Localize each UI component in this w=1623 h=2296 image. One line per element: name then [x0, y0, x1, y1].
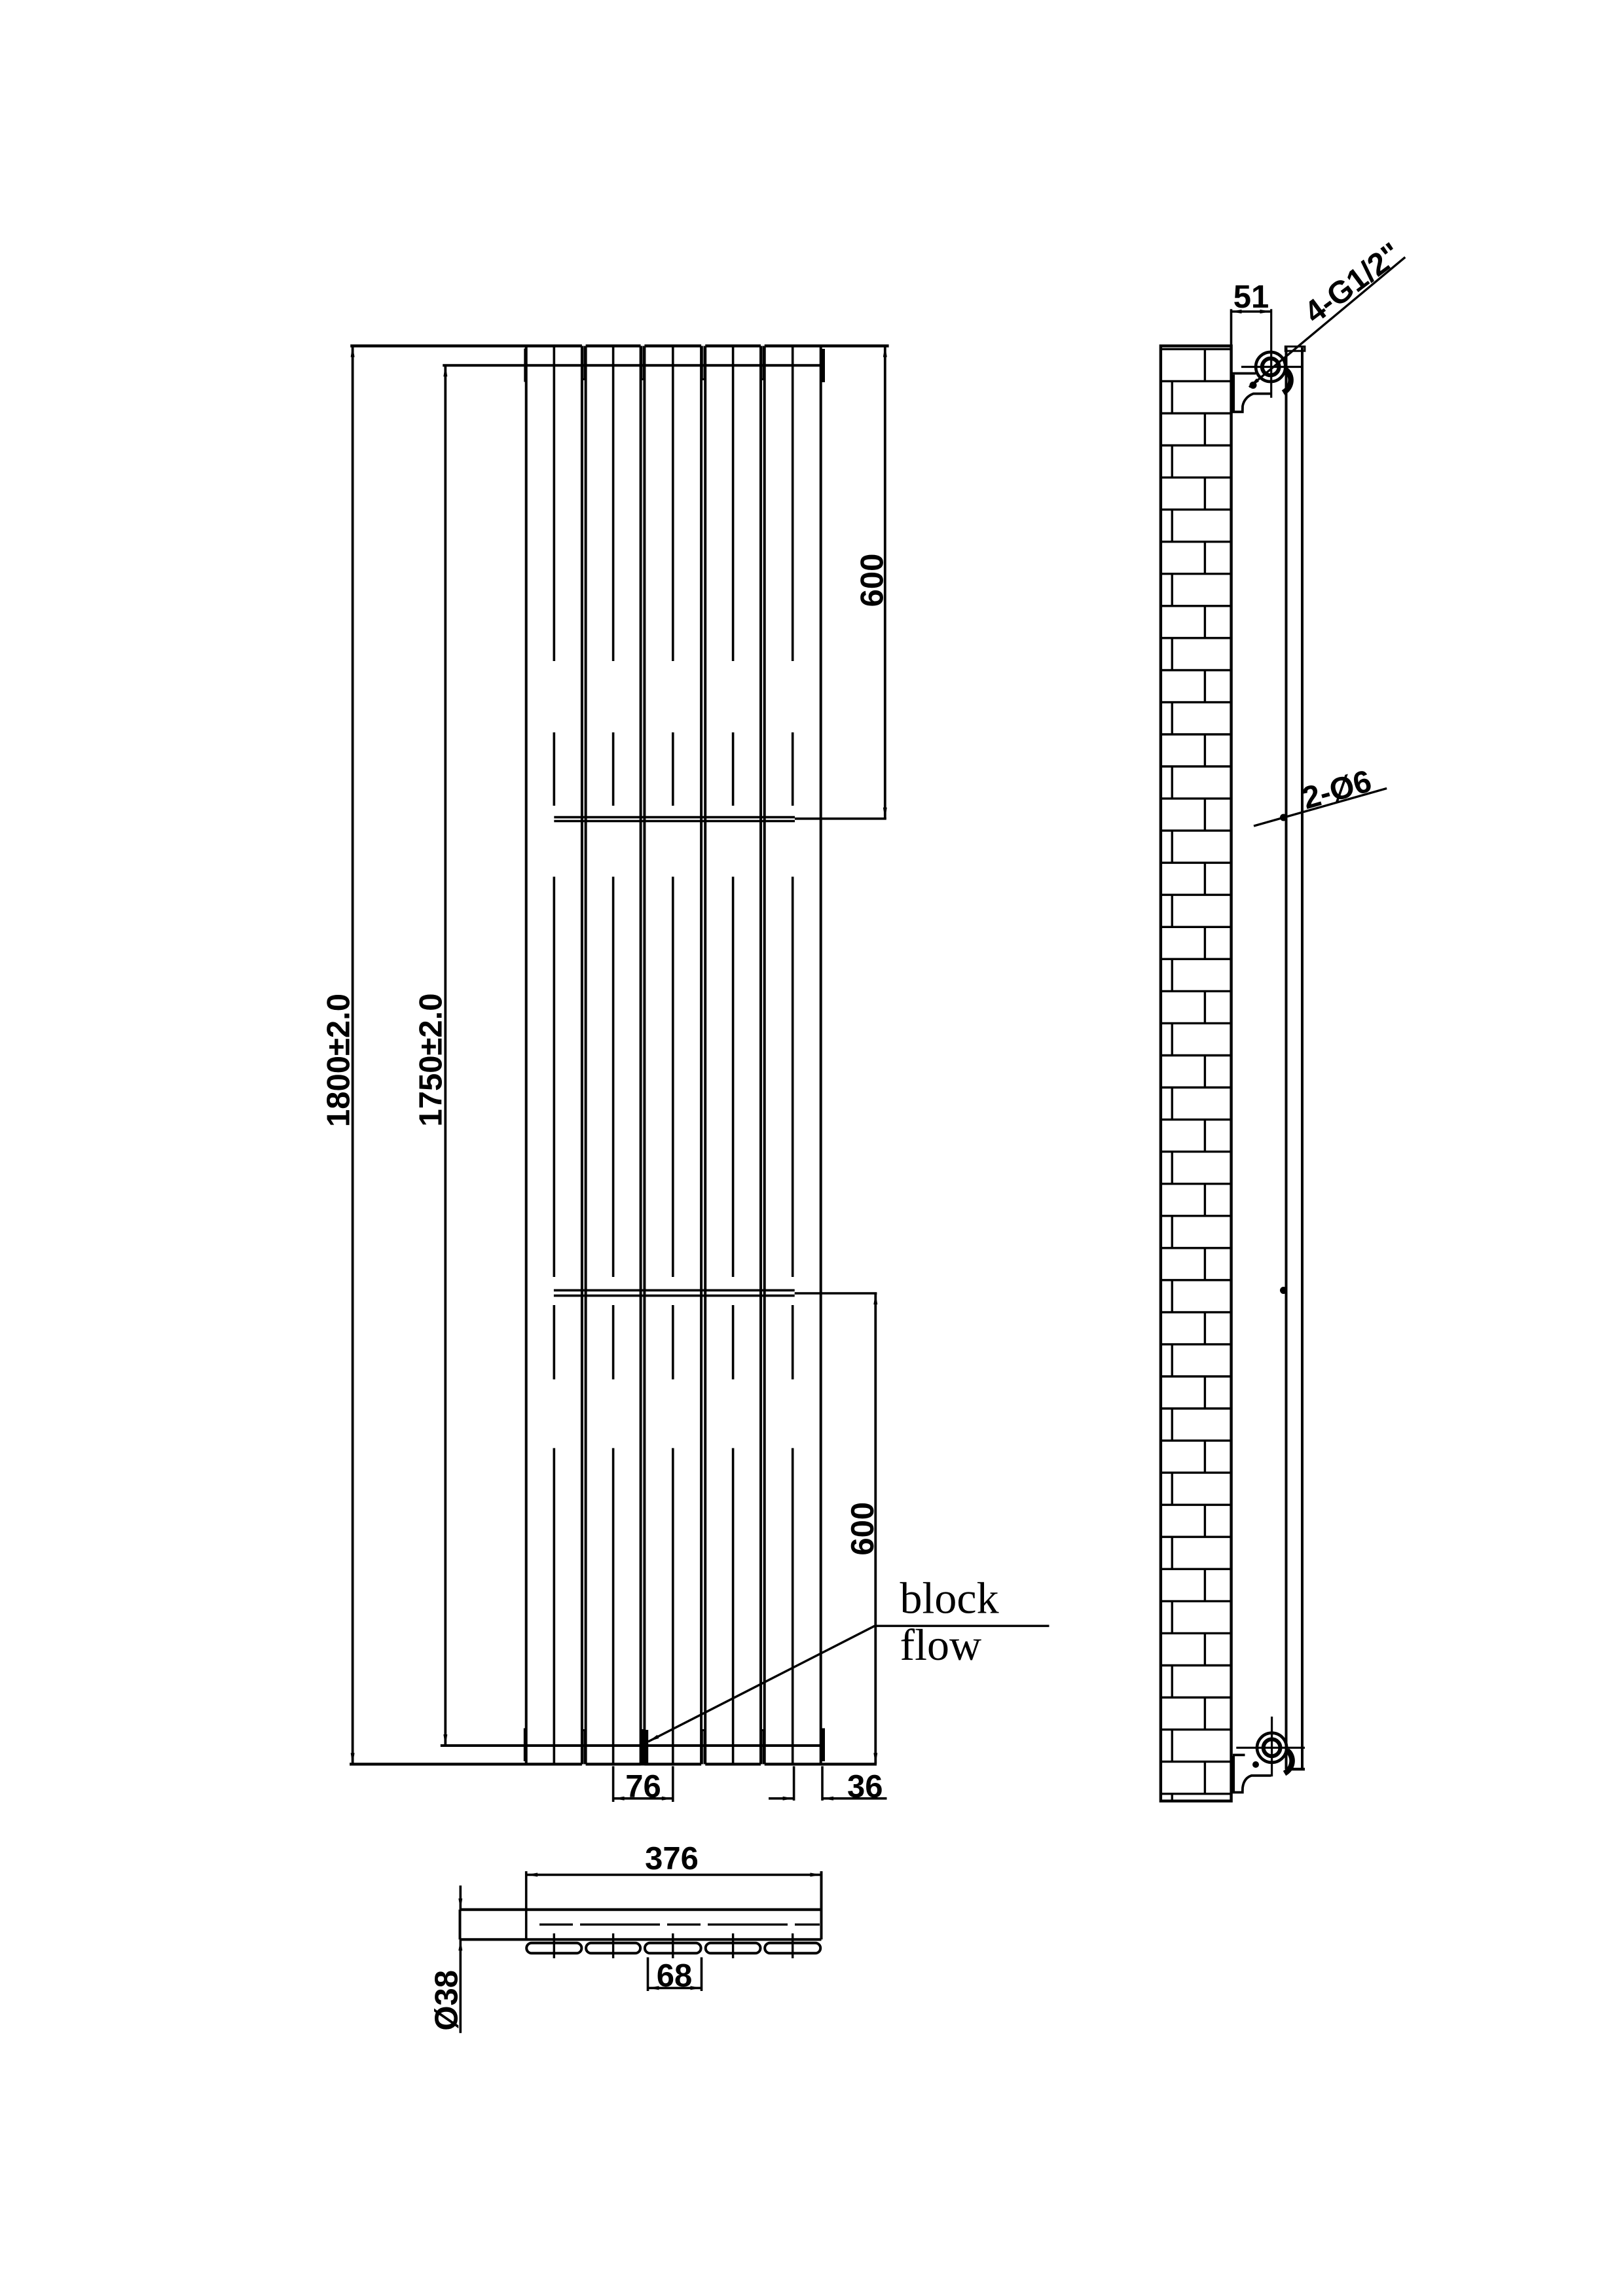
- svg-text:376: 376: [645, 1841, 699, 1876]
- svg-text:flow: flow: [900, 1620, 982, 1670]
- svg-text:1800±2.0: 1800±2.0: [321, 994, 357, 1127]
- svg-text:51: 51: [1233, 279, 1269, 315]
- svg-text:Ø38: Ø38: [429, 1970, 465, 2031]
- svg-text:600: 600: [854, 554, 890, 607]
- svg-text:36: 36: [847, 1769, 883, 1804]
- svg-text:76: 76: [625, 1769, 661, 1804]
- svg-text:1750±2.0: 1750±2.0: [414, 993, 449, 1126]
- svg-text:600: 600: [845, 1502, 881, 1556]
- svg-text:block: block: [900, 1573, 999, 1623]
- svg-text:68: 68: [657, 1958, 693, 1994]
